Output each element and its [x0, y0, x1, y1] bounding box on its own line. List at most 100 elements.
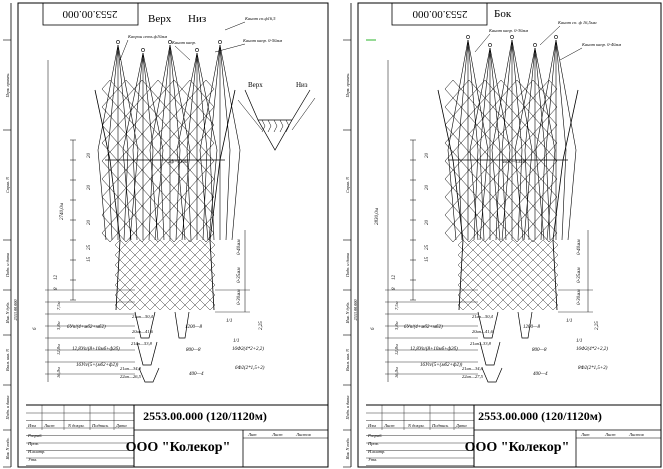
- mesh-label: 2ф=1340: [168, 160, 188, 165]
- net-strand: [196, 52, 208, 241]
- mesh-diamond: [149, 79, 167, 99]
- float-ring-icon: [466, 35, 470, 39]
- strip-label: Справ. N: [5, 177, 10, 193]
- inset-leader: [237, 99, 263, 131]
- mesh-fine: [164, 299, 176, 311]
- codend-side: [174, 311, 190, 339]
- net-strand: [524, 47, 536, 241]
- net-strand: [219, 44, 241, 241]
- float-ring-icon: [116, 40, 120, 44]
- strip-label: Подп. и дата: [5, 396, 10, 421]
- mesh-fine: [537, 259, 549, 271]
- length-2: 7,5м: [56, 301, 62, 310]
- note-2: 20нп—41,6: [132, 329, 154, 335]
- tb-col-label: Изм: [367, 423, 376, 428]
- mesh-diamond: [508, 115, 526, 135]
- mesh-diamond: [476, 133, 494, 153]
- mesh-fine: [457, 269, 469, 281]
- leader-line: [474, 33, 491, 53]
- codend-middle: [136, 341, 158, 366]
- mesh-fine: [174, 299, 186, 311]
- mesh-diamond: [133, 187, 151, 207]
- mesh-diamond: [101, 223, 119, 243]
- net-strand: [555, 39, 577, 241]
- net-strand: [169, 44, 191, 241]
- mesh-diamond: [476, 205, 494, 225]
- mesh-fine: [134, 269, 146, 281]
- mesh-fine: [164, 249, 176, 261]
- mesh-diamond: [101, 79, 119, 99]
- mesh-diamond: [508, 97, 526, 117]
- mesh-diamond: [460, 151, 478, 171]
- dim-right-1: 0-40мм: [237, 239, 242, 255]
- formula-r2: 12,8Уп/(8+10мб+ф2б): [410, 347, 458, 352]
- mesh-fine: [537, 279, 549, 291]
- mesh-diamond: [444, 223, 462, 243]
- net-strand: [467, 39, 479, 241]
- mesh-fine: [194, 289, 206, 301]
- mesh-fine: [194, 279, 206, 291]
- mesh-fine: [467, 249, 479, 261]
- dim-left-4: 25: [87, 245, 92, 251]
- mesh-fine: [467, 279, 479, 291]
- inset-strand: [285, 119, 290, 133]
- mesh-diamond: [117, 79, 135, 99]
- mesh-fine: [457, 259, 469, 271]
- mesh-fine: [164, 259, 176, 271]
- mesh-fine: [517, 239, 529, 251]
- tb-col-label: Лист: [43, 423, 55, 428]
- dim-left-r1: 20: [425, 153, 430, 159]
- mesh-fine: [507, 299, 519, 311]
- mesh-fine: [477, 289, 489, 301]
- net-strand: [457, 39, 469, 241]
- strip-label: Инв. N дубл.: [345, 302, 350, 325]
- mesh-diamond: [524, 97, 542, 117]
- formula-1: 6Уп/(4+мб2+мб2): [67, 325, 106, 330]
- mesh-diamond: [492, 205, 510, 225]
- strip-label: Справ. N: [345, 177, 350, 193]
- callout-1: Капрон сеть ф10мм: [127, 34, 167, 39]
- tb-col-label: Подпись: [431, 423, 448, 428]
- tb-right-label: Лист: [271, 432, 283, 437]
- mesh-fine: [487, 239, 499, 251]
- length-r2: 7,5м: [394, 301, 400, 310]
- note-5: 22нп—26,5: [120, 374, 142, 380]
- tb-right-label: Лист: [604, 432, 616, 437]
- formula-2: 12,8Уп/(8+10мб+ф2б): [72, 347, 120, 352]
- length-r3: 12,8м: [394, 344, 400, 355]
- mesh-diamond: [117, 151, 135, 171]
- mesh-diamond: [460, 169, 478, 189]
- strip-stamp: 2553.00.000: [13, 299, 18, 321]
- strip-label: Перв. примен.: [5, 73, 10, 99]
- mesh-fine: [507, 269, 519, 281]
- mesh-fine: [467, 299, 479, 311]
- mesh-fine: [164, 279, 176, 291]
- mesh-fine: [517, 289, 529, 301]
- strip-label: Инв. N дубл.: [5, 302, 10, 325]
- net-strand: [196, 52, 218, 241]
- mesh-fine: [124, 299, 136, 311]
- strip-label: Инв. N подл.: [5, 438, 10, 461]
- tb-col-label: N докум.: [67, 423, 85, 428]
- mesh-fine: [507, 289, 519, 301]
- mesh-fine: [497, 259, 509, 271]
- dim-left-r7: 8: [392, 287, 397, 290]
- mesh-diamond: [181, 223, 199, 243]
- strip-label: Инв. N подл.: [345, 438, 350, 461]
- tb-col-label: Дата: [115, 423, 127, 428]
- mesh-fine: [164, 269, 176, 281]
- net-strand: [489, 47, 501, 241]
- contour-right: [552, 89, 579, 311]
- mesh-fine: [497, 269, 509, 281]
- inset-diagram: [237, 89, 316, 151]
- tb-col-label: Изм: [27, 423, 36, 428]
- mesh-diamond: [181, 169, 199, 189]
- length-1: 3,8м: [56, 321, 62, 330]
- dim-left-8: 6: [33, 327, 38, 330]
- net-strand: [122, 52, 144, 241]
- net-strand: [511, 39, 533, 241]
- mesh-fine: [154, 289, 166, 301]
- mesh-diamond: [165, 223, 183, 243]
- block-2: 800—8: [186, 348, 201, 353]
- sheet-right: 2553.00.000 Бок Перв. примен.Справ. NПод…: [343, 2, 662, 468]
